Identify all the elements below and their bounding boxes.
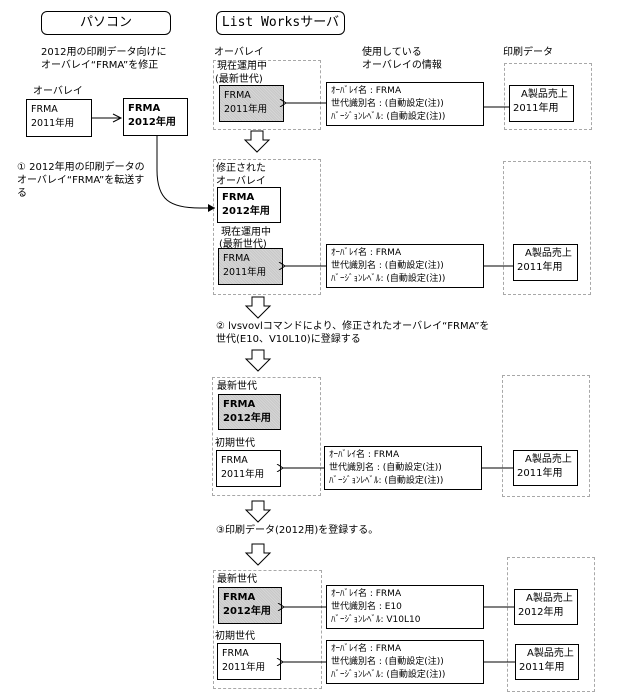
down-arrow-4 xyxy=(244,500,272,523)
info-overlay-name: ｵｰﾊﾞﾚｲ名 : FRMA xyxy=(331,589,402,599)
stage3-latest-overlay: FRMA 2012年用 xyxy=(218,394,281,430)
step2-line1: ② lvsvovlコマンドにより、修正されたオーバレイ“FRMA”を xyxy=(216,321,490,332)
stage4-initial-overlay: FRMA 2011年用 xyxy=(217,643,281,680)
info-version-level: ﾊﾞｰｼﾞｮﾝﾚﾍﾞﾙ: (自動設定(注)) xyxy=(331,274,446,284)
step1-line2: オーバレイ“FRMA”を転送す xyxy=(17,175,145,186)
overlay-year: 2012年用 xyxy=(222,206,270,217)
overlay-column-label: オーバレイ xyxy=(214,47,264,58)
stage4-print-latest: A製品売上 2012年用 xyxy=(514,589,578,625)
stage2-group-label-line2: (最新世代) xyxy=(219,239,267,250)
overlay-name: FRMA xyxy=(223,253,250,264)
info-version-level: ﾊﾞｰｼﾞｮﾝﾚﾍﾞﾙ: (自動設定(注)) xyxy=(331,670,446,680)
stage2-modified-label-line1: 修正された xyxy=(216,163,266,174)
down-arrow-5 xyxy=(244,543,272,566)
print-year: 2011年用 xyxy=(513,103,559,114)
overlay-year: 2012年用 xyxy=(128,117,176,128)
stage1-group-label-line2: (最新世代) xyxy=(215,74,263,85)
print-product: A製品売上 xyxy=(521,89,568,100)
stage3-initial-overlay: FRMA 2011年用 xyxy=(216,450,281,487)
info-overlay-name: ｵｰﾊﾞﾚｲ名 : FRMA xyxy=(331,644,402,654)
print-product: A製品売上 xyxy=(525,248,572,259)
info-version-level: ﾊﾞｰｼﾞｮﾝﾚﾍﾞﾙ: (自動設定(注)) xyxy=(331,112,446,122)
print-year: 2012年用 xyxy=(518,607,564,618)
stage2-print-data: A製品売上 2011年用 xyxy=(513,244,578,281)
down-arrow-1 xyxy=(243,130,271,153)
stage4-latest-info: ｵｰﾊﾞﾚｲ名 : FRMA 世代識別名 : E10 ﾊﾞｰｼﾞｮﾝﾚﾍﾞﾙ: … xyxy=(326,585,484,629)
stage4-print-initial: A製品売上 2011年用 xyxy=(515,644,579,680)
pc-new-overlay: FRMA 2012年用 xyxy=(123,98,188,136)
stage2-modified-label-line2: オーバレイ xyxy=(216,176,266,187)
overlay-year: 2011年用 xyxy=(224,104,268,115)
pc-old-overlay: FRMA 2011年用 xyxy=(26,99,92,137)
stage2-group-label-line1: 現在運用中 xyxy=(221,227,271,238)
stage2-overlay: FRMA 2011年用 xyxy=(218,248,283,285)
info-version-level: ﾊﾞｰｼﾞｮﾝﾚﾍﾞﾙ: V10L10 xyxy=(331,615,421,625)
step1-line3: る xyxy=(17,188,27,199)
stage3-overlay-info: ｵｰﾊﾞﾚｲ名 : FRMA 世代識別名 : (自動設定(注)) ﾊﾞｰｼﾞｮﾝ… xyxy=(324,446,482,490)
overlay-name: FRMA xyxy=(221,455,248,466)
pc-header: パソコン xyxy=(41,11,171,35)
overlay-name: FRMA xyxy=(223,592,256,603)
stage3-latest-label: 最新世代 xyxy=(217,381,257,392)
info-generation-id: 世代識別名 : (自動設定(注)) xyxy=(331,99,444,109)
step3-line1: ③印刷データ(2012用)を登録する。 xyxy=(216,525,379,536)
print-year: 2011年用 xyxy=(519,662,565,673)
stage1-group-label-line1: 現在運用中 xyxy=(217,61,267,72)
overlay-name: FRMA xyxy=(223,399,256,410)
overlay-year: 2011年用 xyxy=(31,118,75,129)
info-overlay-name: ｵｰﾊﾞﾚｲ名 : FRMA xyxy=(331,86,402,96)
info-overlay-name: ｵｰﾊﾞﾚｲ名 : FRMA xyxy=(331,248,402,258)
pc-caption-line2: オーバレイ“FRMA”を修正 xyxy=(41,60,159,71)
stage1-print-data: A製品売上 2011年用 xyxy=(509,85,574,122)
stage2-modified-overlay: FRMA 2012年用 xyxy=(217,187,281,223)
print-year: 2011年用 xyxy=(517,468,563,479)
step2-line2: 世代(E10、V10L10)に登録する xyxy=(216,334,361,345)
stage4-initial-label: 初期世代 xyxy=(215,631,255,642)
transfer-arrow xyxy=(156,136,215,212)
stage2-overlay-info: ｵｰﾊﾞﾚｲ名 : FRMA 世代識別名 : (自動設定(注)) ﾊﾞｰｼﾞｮﾝ… xyxy=(326,244,484,288)
print-data-column-label: 印刷データ xyxy=(503,47,553,58)
stage4-initial-info: ｵｰﾊﾞﾚｲ名 : FRMA 世代識別名 : (自動設定(注)) ﾊﾞｰｼﾞｮﾝ… xyxy=(326,640,484,684)
stage1-overlay-info: ｵｰﾊﾞﾚｲ名 : FRMA 世代識別名 : (自動設定(注)) ﾊﾞｰｼﾞｮﾝ… xyxy=(326,82,484,126)
stage1-overlay: FRMA 2011年用 xyxy=(219,85,284,122)
info-generation-id: 世代識別名 : (自動設定(注)) xyxy=(329,463,442,473)
pc-caption-line1: 2012用の印刷データ向けに xyxy=(41,47,167,58)
pc-modify-arrow xyxy=(92,113,123,123)
server-header: List Worksサーバ xyxy=(216,11,345,35)
info-column-label-line2: オーバレイの情報 xyxy=(362,60,442,71)
info-column-label-line1: 使用している xyxy=(362,47,422,58)
stage4-latest-label: 最新世代 xyxy=(217,574,257,585)
info-version-level: ﾊﾞｰｼﾞｮﾝﾚﾍﾞﾙ: (自動設定(注)) xyxy=(329,476,444,486)
pc-overlay-label: オーバレイ xyxy=(33,86,83,97)
down-arrow-3 xyxy=(244,349,272,372)
stage3-initial-label: 初期世代 xyxy=(215,438,255,449)
overlay-year: 2011年用 xyxy=(223,267,267,278)
overlay-name: FRMA xyxy=(31,104,58,115)
print-product: A製品売上 xyxy=(525,454,572,465)
print-product: A製品売上 xyxy=(527,648,574,659)
down-arrow-2 xyxy=(244,296,272,319)
overlay-year: 2011年用 xyxy=(222,662,266,673)
overlay-name: FRMA xyxy=(128,103,161,114)
info-generation-id: 世代識別名 : (自動設定(注)) xyxy=(331,261,444,271)
overlay-name: FRMA xyxy=(224,90,251,101)
print-product: A製品売上 xyxy=(526,593,573,604)
info-generation-id: 世代識別名 : E10 xyxy=(331,602,402,612)
step1-line1: ① 2012年用の印刷データの xyxy=(17,162,145,173)
print-year: 2011年用 xyxy=(517,262,563,273)
info-overlay-name: ｵｰﾊﾞﾚｲ名 : FRMA xyxy=(329,450,400,460)
overlay-name: FRMA xyxy=(222,192,255,203)
overlay-year: 2012年用 xyxy=(223,606,271,617)
info-generation-id: 世代識別名 : (自動設定(注)) xyxy=(331,657,444,667)
overlay-year: 2011年用 xyxy=(221,469,265,480)
stage4-latest-overlay: FRMA 2012年用 xyxy=(218,587,282,624)
overlay-name: FRMA xyxy=(222,648,249,659)
stage3-print-data: A製品売上 2011年用 xyxy=(513,450,578,486)
overlay-year: 2012年用 xyxy=(223,413,271,424)
